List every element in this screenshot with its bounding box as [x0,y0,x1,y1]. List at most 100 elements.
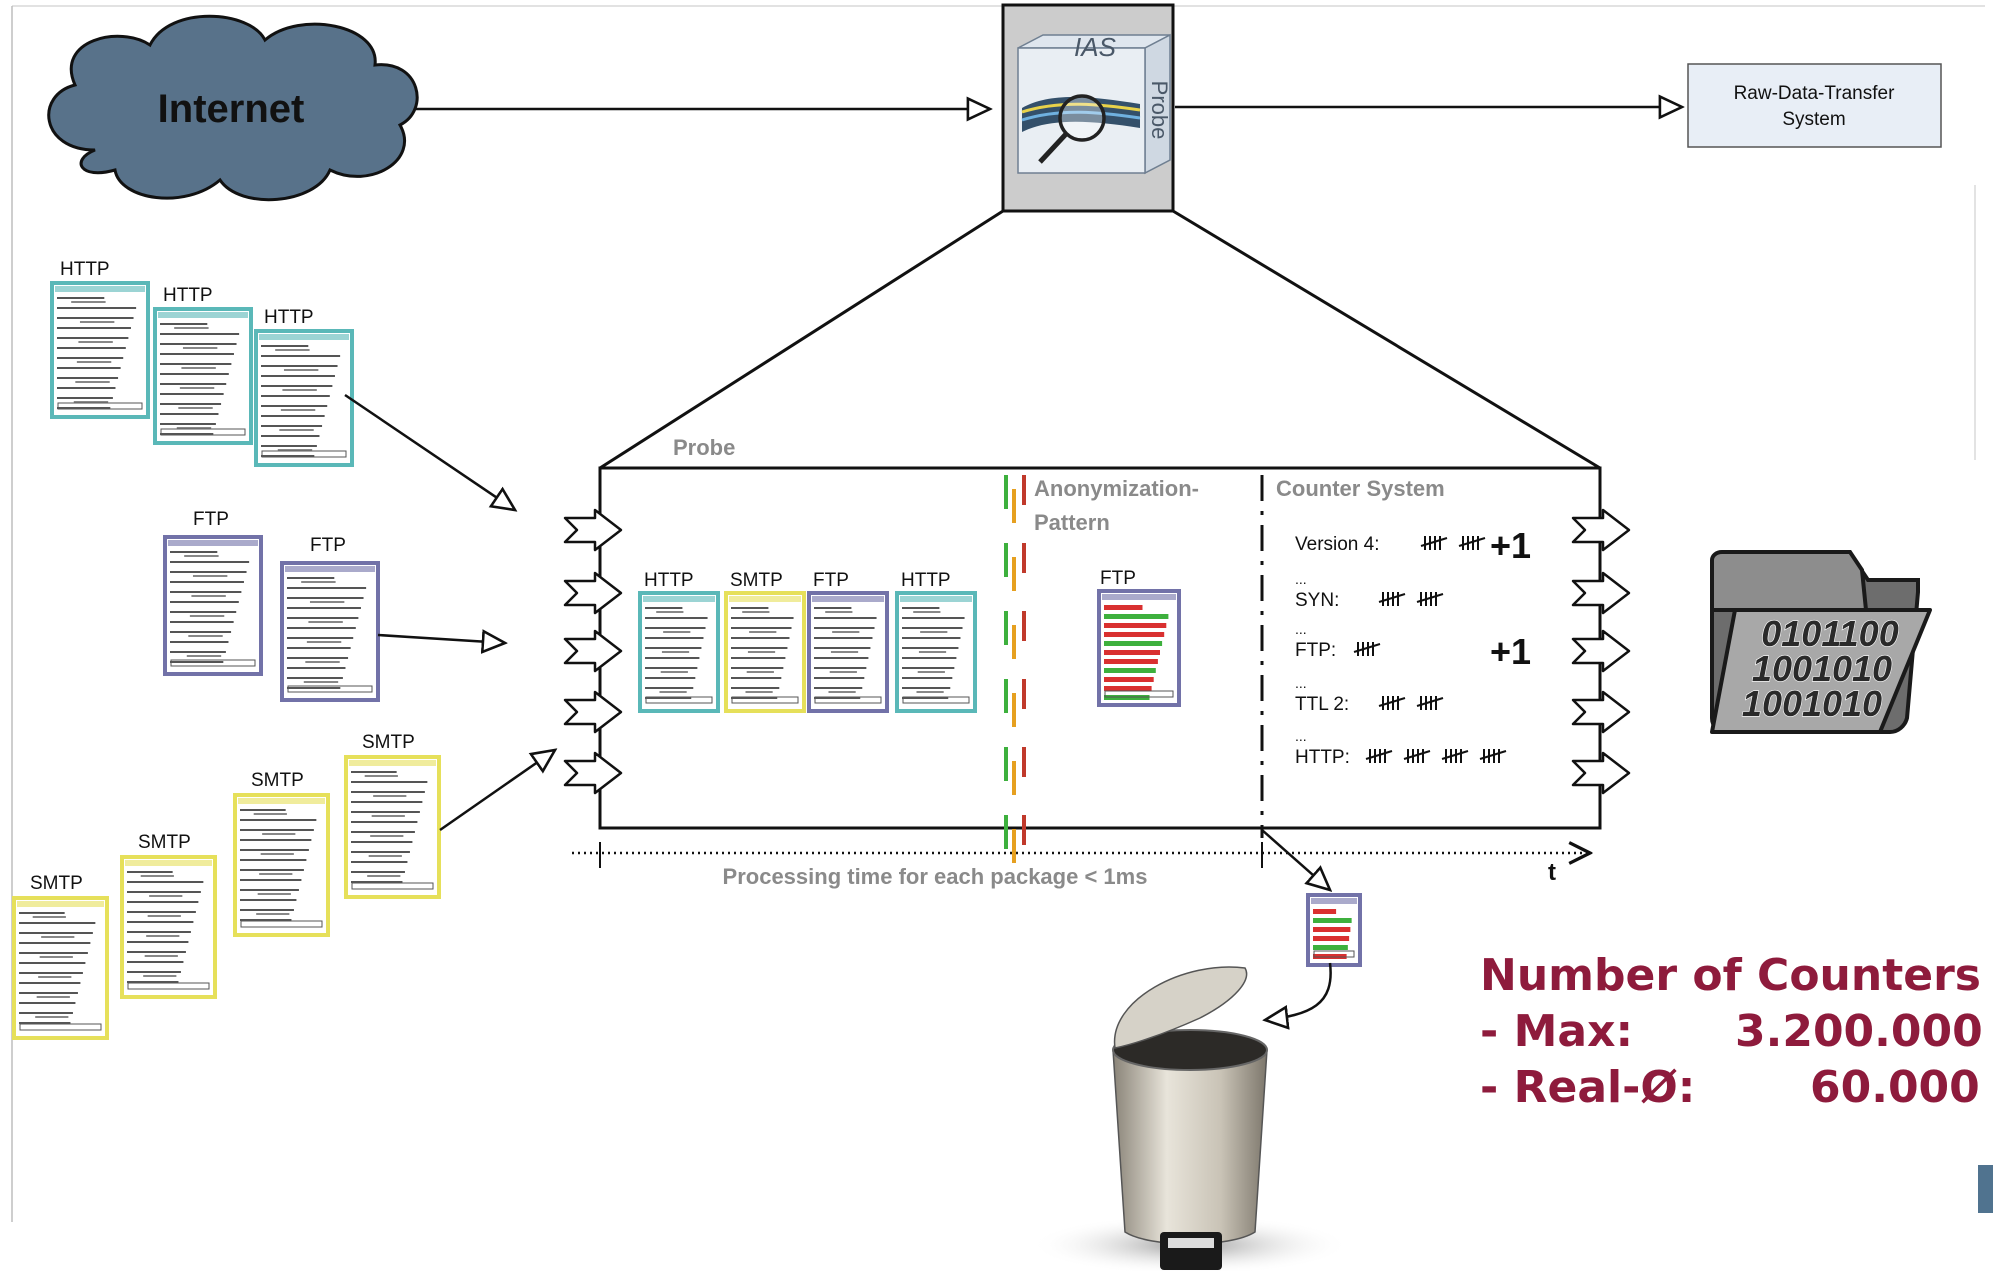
ftp-packet-subline [301,581,336,583]
queue-packet-subline [916,691,944,693]
http-packet-line [261,425,323,427]
queue-packet-subline [747,651,776,653]
ftp-packet-line [287,677,343,679]
arrow-ftp-to-probe [377,635,505,643]
smtp-packet [344,755,441,899]
anon-packet-label: FTP [1100,568,1136,589]
http-packet-line [160,403,222,405]
anon-bar-red [1022,475,1026,505]
queue-packet-line [902,617,965,619]
anon-bar-red [1022,679,1026,709]
queue-packet-footer [731,696,799,704]
http-packet-label: HTTP [163,285,213,306]
internet-cloud: Internet [47,14,419,202]
output-notch [1571,690,1631,734]
queue-packet-subline [918,651,947,653]
smtp-packet [12,896,109,1040]
smtp-packet-subline [41,936,75,938]
folder-tab [1710,550,1869,612]
queue-packet-subline [913,611,941,613]
trash-pedal [1160,1232,1222,1270]
ftp-packet-line [287,687,341,689]
output-notches [1571,508,1631,795]
counter-row: Version 4:+1 [1295,525,1531,566]
smtp-packet-line [19,912,65,914]
arrow-http-to-probe [344,393,515,510]
http-packet-line [261,455,315,457]
counter-row-label: SYN: [1295,590,1339,611]
storage-folder-icon: 0101100 1001010 1001010 [1710,550,1932,734]
http-packet-line [57,337,129,339]
tally-slash [1378,697,1406,707]
folder-front [1710,608,1932,734]
queue-packet-line [731,667,784,669]
http-packet-subline [73,401,109,403]
ftp-packet-subline [306,641,342,643]
smtp-packet-line [240,849,309,851]
http-packet-subline [76,361,112,363]
ftp-packet-header [168,540,258,546]
smtp-packet-subline [140,875,174,877]
timeline-axis-label: t [1548,859,1556,886]
queue-packet [638,591,720,713]
raw-data-line1: Raw-Data-Transfer [1734,83,1896,104]
counter-system-title: Counter System [1276,476,1445,501]
queue-packet-header [729,596,801,602]
ftp-packet-footer [287,685,373,693]
queue-packet-line [902,607,940,609]
anon-ftp-packet-line [1104,614,1169,619]
counter-row: TTL 2:... [1295,675,1444,715]
trash-body [1112,1049,1268,1245]
http-packet-line [261,405,328,407]
discarded-packet-doc [1306,893,1362,967]
ftp-packet-subline [188,635,223,637]
anonymization-bars [1004,475,1026,863]
http-packet-line [160,353,234,355]
smtp-packet-line [240,869,304,871]
smtp-packet-line [127,871,173,873]
smtp-packet-subline [262,833,296,835]
queue-packet-subline [829,671,857,673]
tally-slash [1420,537,1448,547]
queue-packet [807,591,889,713]
smtp-packet-line [127,941,189,943]
output-notch [1571,751,1631,795]
queue-packet-line [645,647,702,649]
stats-max-label-text: Max: [1513,1006,1634,1057]
http-packet-subline [174,327,209,329]
tally-slash [1378,593,1406,603]
smtp-packet-subline [364,775,398,777]
http-packet-line [57,297,105,299]
http-packet [254,329,354,467]
smtp-packet-subline [371,815,405,817]
smtp-packet-subline [253,813,287,815]
anon-bar-green [1004,475,1008,509]
anon-bar-orange [1012,693,1016,727]
anon-ftp-packet-header [1102,594,1176,600]
smtp-packet-subline [367,875,401,877]
http-packet-line [57,407,111,409]
queue-packet-line [645,627,706,629]
input-notches [563,508,623,795]
smtp-packet-frame [344,755,441,899]
anonymization-label-2: Pattern [1034,510,1110,535]
tally-slash [1416,697,1444,707]
queue-packet-subline [659,691,687,693]
smtp-packet-line [240,889,299,891]
smtp-packet-subline [143,975,177,977]
counter-row-label: Version 4: [1295,534,1380,555]
ftp-packet-line [287,597,364,599]
anon-bar-red [1022,543,1026,573]
input-notch [563,629,623,673]
http-packet-footer [160,428,246,436]
queue-packet-header [643,596,715,602]
probe-label: Probe [673,435,735,460]
ftp-packet-line [170,641,229,643]
smtp-packet-frame [233,793,330,937]
ftp-packet-line [170,611,237,613]
queue-packet-subline [825,611,853,613]
queue-packet-line [645,617,708,619]
http-packet-line [261,385,333,387]
smtp-packet-subline [36,996,70,998]
